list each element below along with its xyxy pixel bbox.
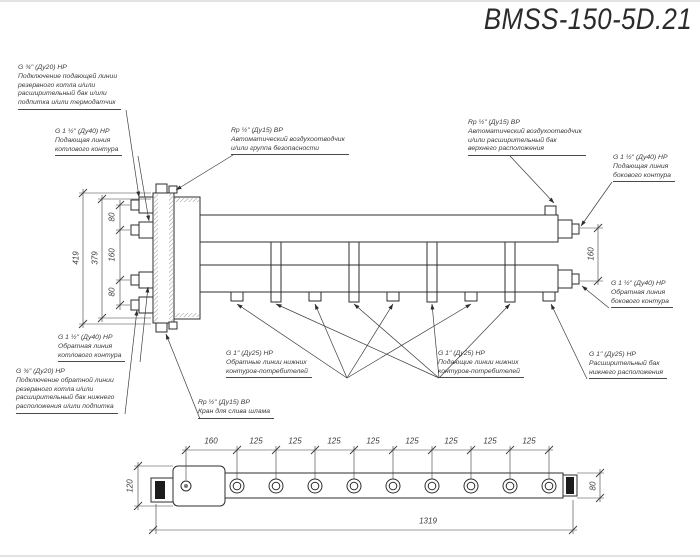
boiler-supply-port bbox=[138, 221, 154, 239]
lower-manifold-bar bbox=[199, 264, 559, 293]
dim-first-pitch: 160 bbox=[204, 436, 218, 446]
dim-pitch-1: 125 bbox=[249, 436, 263, 446]
air-vent-stub-header bbox=[155, 183, 168, 194]
side-supply-nub bbox=[571, 223, 580, 235]
supply-tube bbox=[270, 241, 282, 303]
dim-port-top: 80 bbox=[107, 212, 117, 222]
bottom-view-end-cap bbox=[562, 474, 578, 497]
callout-drain-valve: Rp ½" (Ду15) ВР Кран для слива шлама bbox=[198, 399, 275, 419]
front-view-manifold bbox=[130, 183, 580, 333]
dim-pitch-4: 125 bbox=[366, 436, 380, 446]
supply-tube bbox=[504, 241, 516, 303]
dim-bar-height: 80 bbox=[588, 481, 598, 491]
dim-pitch-2: 125 bbox=[288, 436, 302, 446]
dim-port-bottom: 80 bbox=[107, 287, 117, 297]
dim-side-ports: 160 bbox=[586, 247, 596, 261]
boiler-return-port bbox=[138, 271, 154, 289]
drawing-title: BMSS-150-5D.21 bbox=[483, 3, 692, 36]
callout-air-vent-top-tank: Rp ½" (Ду15) ВР Автоматический воздухоот… bbox=[468, 119, 586, 157]
page-top-border bbox=[0, 0, 700, 2]
return-stub bbox=[464, 291, 478, 302]
return-stub bbox=[230, 291, 244, 302]
dim-pitch-5: 125 bbox=[405, 436, 419, 446]
air-vent-stub-right bbox=[544, 205, 557, 216]
bottom-view-flange bbox=[150, 477, 174, 503]
dim-flange-height: 379 bbox=[90, 251, 100, 265]
callout-boiler-supply: G 1 ½" (Ду40) НР Подающая линия котловог… bbox=[55, 128, 123, 157]
callout-side-return: G 1 ½" (Ду40) НР Обратная линия бокового… bbox=[611, 280, 673, 309]
callout-reserve-return: G ¾" (Ду20) НР Подключение обратной лини… bbox=[16, 368, 119, 414]
callout-lower-returns: G 1" (Ду25) НР Обратные линии нижних кон… bbox=[226, 350, 312, 379]
leader-lines bbox=[124, 109, 613, 420]
front-dimension-lines bbox=[79, 189, 603, 328]
drain-stub bbox=[155, 322, 168, 333]
dim-pitch-8: 125 bbox=[522, 436, 536, 446]
bottom-dimension-ticks bbox=[133, 445, 605, 535]
callout-lower-supplies: G 1" (Ду25) НР Подающие линии нижних кон… bbox=[438, 350, 524, 379]
callout-side-supply: G 1 ½" (Ду40) НР Подающая линия бокового… bbox=[613, 154, 675, 183]
dim-port-middle: 160 bbox=[107, 248, 117, 262]
supply-tube bbox=[426, 241, 438, 303]
dim-overall-height: 419 bbox=[71, 251, 81, 265]
page-bottom-border bbox=[0, 555, 700, 557]
bottom-view-manifold bbox=[150, 465, 578, 507]
drain-port-hole bbox=[180, 480, 192, 492]
callout-bottom-tank: G 1" (Ду25) НР Расширительный бак нижнег… bbox=[589, 351, 668, 380]
callout-boiler-return: G 1 ½" (Ду40) НР Обратная линия котловог… bbox=[58, 334, 126, 363]
side-supply-outlet bbox=[557, 219, 573, 239]
dim-body-width: 120 bbox=[125, 479, 135, 493]
dim-pitch-3: 125 bbox=[327, 436, 341, 446]
return-stub bbox=[386, 291, 400, 302]
side-return-outlet bbox=[557, 269, 573, 289]
front-dimension-ticks bbox=[78, 188, 603, 329]
callout-air-vent-safety-group: Rp ½" (Ду15) ВР Автоматический воздухоот… bbox=[231, 127, 349, 156]
return-stub bbox=[308, 291, 322, 302]
tank-bottom-stub bbox=[542, 291, 556, 302]
side-return-nub bbox=[571, 273, 580, 285]
dim-pitch-6: 125 bbox=[444, 436, 458, 446]
upper-manifold-bar bbox=[199, 214, 559, 243]
callout-reserve-supply: G ¾" (Ду20) НР Подключение подающей лини… bbox=[18, 64, 122, 110]
dim-pitch-7: 125 bbox=[483, 436, 497, 446]
bottom-dimension-lines bbox=[134, 446, 604, 534]
supply-tube bbox=[348, 241, 360, 303]
dim-overall-length: 1319 bbox=[419, 516, 437, 526]
header-body bbox=[173, 196, 201, 320]
